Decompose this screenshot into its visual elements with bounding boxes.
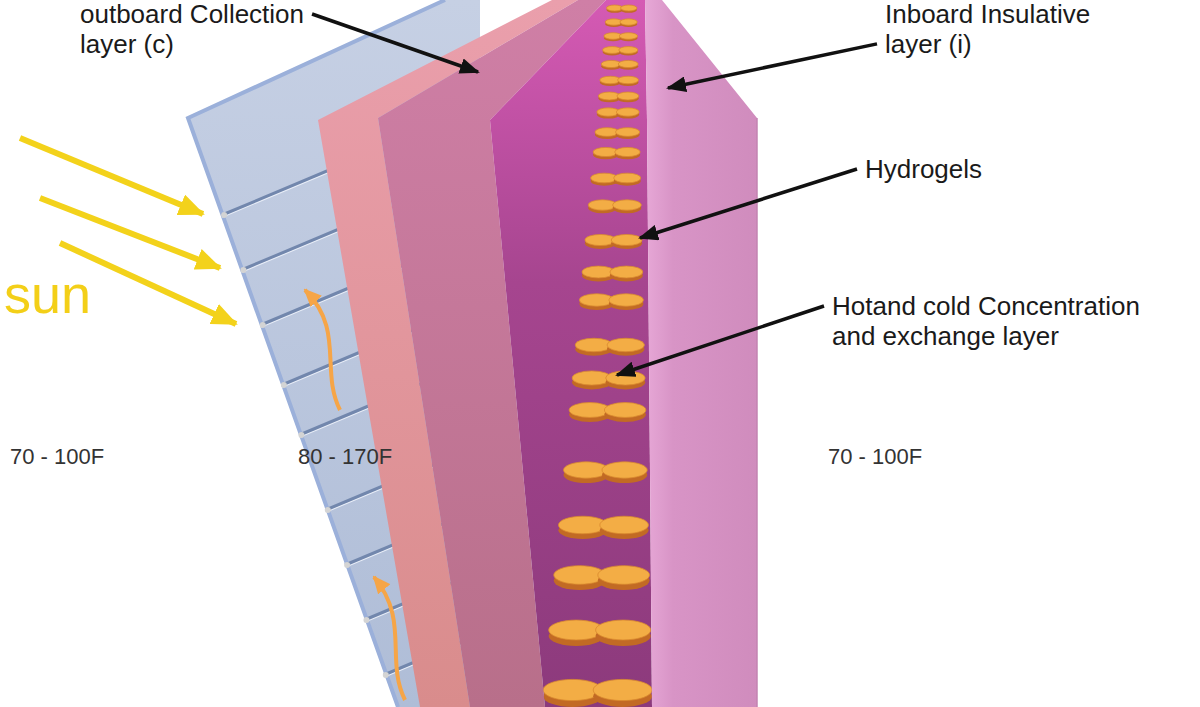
hydrogel-disc [610,266,643,278]
hydrogel-disc [618,60,638,67]
hydrogel-disc [611,234,642,245]
louver-pin [298,432,304,438]
sun-label: sun [4,263,144,325]
hydrogel-disc [613,200,642,210]
leader-arrow [312,14,478,72]
hydrogel-disc [600,516,649,534]
insulative-layer [645,0,757,707]
temperature-label: 70 - 100F [828,444,922,469]
louver-pin [221,212,227,218]
hydrogel-disc [618,76,639,84]
hydrogel-disc [616,108,639,116]
hydrogel-disc [620,19,637,25]
louver-pin [363,617,369,623]
airflow-arrow [305,290,340,410]
callout-label: Hydrogels [865,155,1085,185]
hydrogel-disc [615,147,640,156]
louver-pin [260,322,266,328]
exchange-channel [490,0,652,707]
callout-label: outboard Collection layer (c) [80,0,340,60]
temperature-label: 80 - 170F [298,444,392,469]
hydrogel-disc [609,294,644,306]
hydrogel-disc [607,338,644,351]
airflow-arrow [374,577,405,700]
hydrogel-disc [596,620,651,640]
louver-pin [325,507,331,513]
louver-pin [344,562,350,568]
hydrogel-disc [619,33,637,40]
hydrogel-disc [619,47,638,54]
hydrogel-group [543,5,652,707]
insulative-edge [756,118,758,707]
hydrogel-disc [616,128,640,137]
temperature-label: 70 - 100F [10,444,104,469]
leader-arrow [617,306,824,375]
hydrogel-disc [614,173,641,183]
hydrogel-disc [617,92,639,100]
leader-group [312,14,877,375]
hydrogel-disc [593,679,652,700]
louver-pin [281,382,287,388]
callout-label: Hotand cold Concentration and exchange l… [832,292,1162,352]
leader-arrow [640,169,857,238]
hydrogel-disc [620,5,636,11]
hydrogel-disc [598,566,650,585]
louver-pin [240,267,246,273]
leader-arrow [668,44,877,88]
louver-pin [383,672,389,678]
hydrogel-disc [604,403,646,418]
sun-ray-arrow [40,198,220,268]
hydrogel-disc [602,462,647,478]
callout-label: Inboard Insulative layer (i) [885,0,1135,60]
